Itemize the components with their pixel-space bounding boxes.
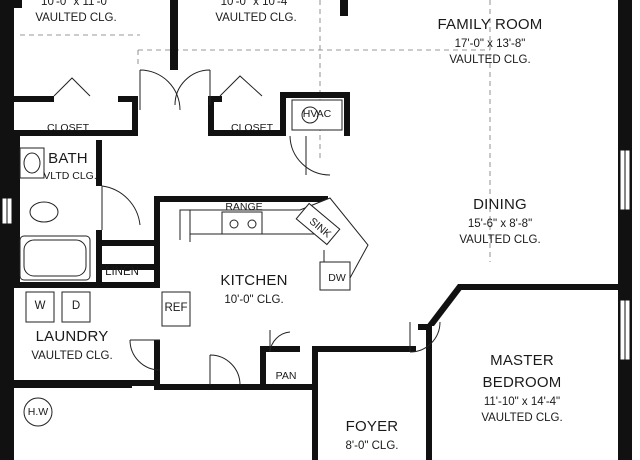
closet1-label: CLOSET [46,122,90,134]
hvac-unit [291,99,343,131]
water-heater-label: H.W [27,406,49,418]
family-room-ceiling: VAULTED CLG. [449,54,531,66]
foyer-ceiling: 8'-0" CLG. [345,440,399,452]
doors [53,69,441,386]
water-heater-icon [23,397,53,427]
master-bedroom-dims: 11'-10" x 14'-4" [483,396,561,408]
master-bedroom-label-2: BEDROOM [482,374,562,391]
closet2-label: CLOSET [230,122,274,134]
hvac-label: HVAC [302,108,332,120]
kitchen-ceiling: 10'-0" CLG. [224,294,284,306]
bed2-dims: 10'-0" x 11'-0" [41,0,111,8]
family-room-dims: 17'-0" x 13'-8" [454,38,526,50]
ceiling-lines [20,0,491,262]
bath-fixtures [19,147,91,281]
kitchen-label: KITCHEN [220,272,288,289]
dining-label: DINING [473,196,527,213]
master-bedroom-label: MASTER [490,352,554,369]
pantry-label: PAN [275,370,297,382]
family-room-label: FAMILY ROOM [437,16,543,33]
foyer-label: FOYER [345,418,399,435]
dryer-label: D [71,300,81,312]
washer-label: W [34,300,46,312]
bed3-dims: 10'-0" x 10'-4" [220,0,292,8]
windows [1,149,631,361]
bed3-ceiling: VAULTED CLG. [215,12,297,24]
laundry-machines [25,291,91,323]
master-bedroom-ceiling: VAULTED CLG. [481,412,563,424]
interior-walls [14,0,618,460]
dishwasher-label: DW [328,272,346,284]
laundry-ceiling: VAULTED CLG. [31,350,113,362]
dining-ceiling: VAULTED CLG. [459,234,541,246]
bed2-ceiling: VAULTED CLG. [35,12,117,24]
laundry-label: LAUNDRY [35,328,109,345]
refrigerator-label: REF [164,302,188,314]
linen-label: LINEN [105,266,139,278]
kitchen-counters [161,197,369,327]
range-label: RANGE [225,201,263,213]
bath-ceiling: VLTD CLG. [43,170,97,182]
dining-dims: 15'-6" x 8'-8" [467,218,533,230]
bath-label: BATH [48,150,88,167]
